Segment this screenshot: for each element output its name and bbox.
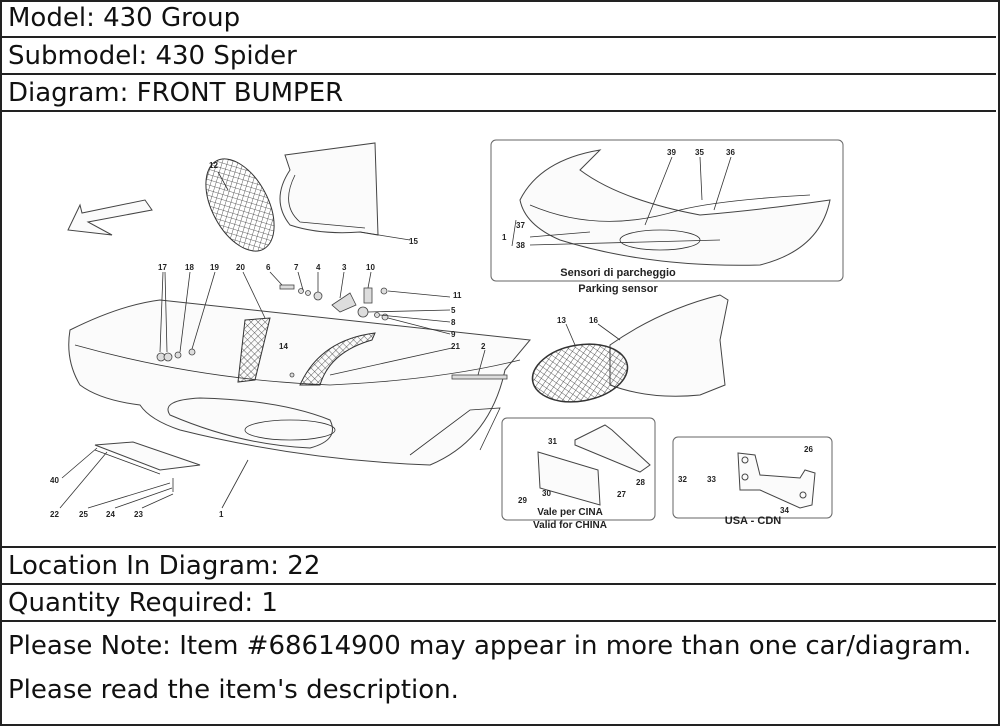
callout: 13 bbox=[557, 316, 566, 325]
callout: 1 bbox=[502, 233, 507, 242]
undertray-plate bbox=[94, 441, 201, 471]
callout: 11 bbox=[453, 291, 462, 300]
callout: 37 bbox=[516, 221, 525, 230]
callout: 5 bbox=[451, 306, 456, 315]
callout: 23 bbox=[134, 510, 143, 519]
callout: 25 bbox=[79, 510, 88, 519]
callout: 36 bbox=[726, 148, 735, 157]
grille-13 bbox=[531, 343, 629, 403]
callout: 26 bbox=[804, 445, 813, 454]
usa-inset bbox=[672, 436, 833, 519]
china-caption-it: Vale per CINA bbox=[537, 507, 603, 518]
parking-sensor-inset bbox=[490, 139, 844, 282]
callout: 33 bbox=[707, 475, 716, 484]
callout: 9 bbox=[451, 330, 456, 339]
air-duct-right bbox=[609, 294, 729, 397]
callout: 29 bbox=[518, 496, 527, 505]
china-inset bbox=[501, 417, 656, 521]
callout: 38 bbox=[516, 241, 525, 250]
callout: 27 bbox=[617, 490, 626, 499]
grille-20 bbox=[237, 317, 271, 383]
callout: 14 bbox=[279, 342, 288, 351]
callout: 19 bbox=[210, 263, 219, 272]
callout: 39 bbox=[667, 148, 676, 157]
grille-21 bbox=[299, 332, 376, 386]
leader-lines bbox=[59, 171, 621, 509]
callout: 4 bbox=[316, 263, 321, 272]
callout: 2 bbox=[481, 342, 486, 351]
note-text: Please Note: Item #68614900 may appear i… bbox=[8, 631, 972, 705]
callout: 35 bbox=[695, 148, 704, 157]
callout: 8 bbox=[451, 318, 456, 327]
callout: 18 bbox=[185, 263, 194, 272]
callout: 40 bbox=[50, 476, 59, 485]
air-duct-15 bbox=[279, 142, 379, 236]
callout: 32 bbox=[678, 475, 687, 484]
callout: 28 bbox=[636, 478, 645, 487]
direction-arrow-icon bbox=[67, 199, 153, 236]
callout: 3 bbox=[342, 263, 347, 272]
callout: 6 bbox=[266, 263, 271, 272]
callout: 12 bbox=[209, 161, 218, 170]
quantity-row: Quantity Required: 1 bbox=[0, 585, 996, 622]
usa-caption: USA - CDN bbox=[725, 515, 781, 527]
callout: 21 bbox=[451, 342, 460, 351]
callout: 34 bbox=[780, 506, 789, 515]
china-caption-en: Valid for CHINA bbox=[533, 520, 607, 531]
callout: 16 bbox=[589, 316, 598, 325]
parking-caption-it: Sensori di parcheggio bbox=[560, 267, 676, 279]
bumper-air-intake bbox=[167, 397, 333, 449]
callout: 24 bbox=[106, 510, 115, 519]
grille-12 bbox=[205, 158, 275, 252]
diagram-title-row: Diagram: FRONT BUMPER bbox=[0, 75, 996, 112]
callout: 17 bbox=[158, 263, 167, 272]
location-row: Location In Diagram: 22 bbox=[0, 548, 996, 585]
callout: 10 bbox=[366, 263, 375, 272]
parking-caption-en: Parking sensor bbox=[578, 283, 658, 295]
callout: 15 bbox=[409, 237, 418, 246]
model-row: Model: 430 Group bbox=[0, 0, 996, 38]
callout: 31 bbox=[548, 437, 557, 446]
callout: 22 bbox=[50, 510, 59, 519]
callout: 1 bbox=[219, 510, 224, 519]
submodel-row: Submodel: 430 Spider bbox=[0, 38, 996, 75]
parts-diagram: Sensori di parcheggio Parking sensor Val… bbox=[0, 112, 996, 548]
callout: 20 bbox=[236, 263, 245, 272]
front-bumper-1 bbox=[68, 299, 531, 466]
callout-labels: 12 15 17 18 19 20 6 7 4 3 10 11 5 8 9 14… bbox=[50, 148, 813, 519]
callout: 30 bbox=[542, 489, 551, 498]
callout: 7 bbox=[294, 263, 299, 272]
